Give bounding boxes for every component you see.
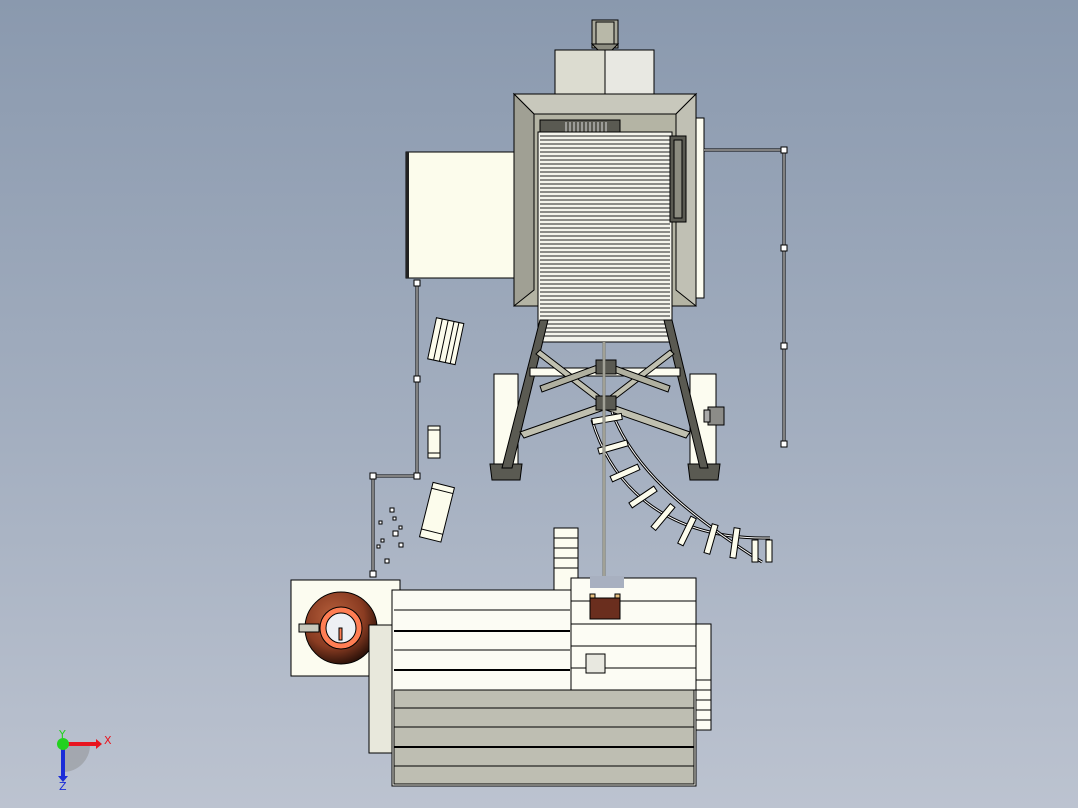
x-axis-label: X	[104, 734, 112, 747]
y-axis-origin	[57, 738, 69, 750]
large-cylinder[interactable]	[418, 481, 456, 543]
tower-body[interactable]	[512, 92, 705, 343]
grate-part[interactable]	[427, 317, 465, 366]
support-legs[interactable]	[489, 319, 725, 481]
base-machine[interactable]	[368, 527, 712, 787]
y-axis-label: Y	[58, 728, 66, 741]
small-cylinder[interactable]	[427, 425, 441, 459]
corrugated-panel	[540, 135, 670, 337]
cable-frame-right[interactable]	[704, 146, 788, 448]
side-panel[interactable]	[405, 151, 515, 279]
scattered-fasteners	[376, 507, 404, 564]
vent-grille	[565, 122, 607, 132]
axis-triad: X Y Z	[57, 728, 112, 793]
cable-frame-left[interactable]	[369, 279, 421, 578]
z-axis-label: Z	[59, 780, 67, 793]
loose-parts[interactable]	[376, 317, 465, 564]
